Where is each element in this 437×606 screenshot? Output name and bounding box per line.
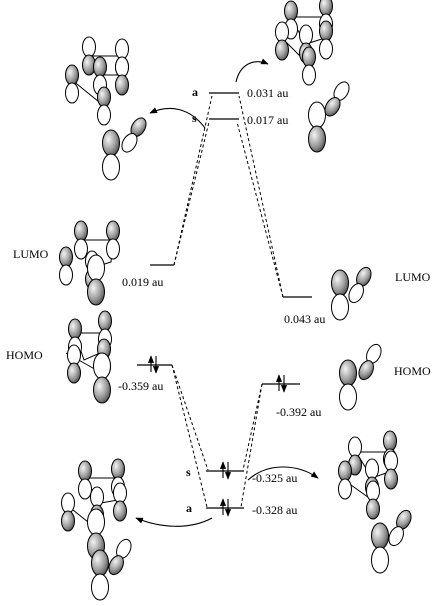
label-homo-left: HOMO <box>6 348 43 362</box>
energy-levels <box>137 92 312 509</box>
electron-pair-homo-right <box>275 374 288 393</box>
energy-s-top: 0.017 au <box>247 113 288 127</box>
text-labels: a s 0.031 au 0.017 au LUMO 0.019 au HOMO… <box>6 85 431 517</box>
orbital-s-top-dimer <box>65 36 150 181</box>
orbital-a-bottom-dimer <box>61 458 135 601</box>
energy-a-top: 0.031 au <box>247 86 288 100</box>
energy-lumo-right: 0.043 au <box>284 312 325 326</box>
energy-a-bottom: -0.328 au <box>252 503 297 517</box>
label-s-bottom: s <box>186 465 191 479</box>
corr-lumo-left-to-s <box>173 121 210 266</box>
electron-pairs <box>147 355 288 517</box>
energy-homo-right: -0.392 au <box>276 405 321 419</box>
pointer-arrows <box>135 58 319 527</box>
arrow-to-a-top-orbital <box>235 58 269 83</box>
orbital-homo-left <box>65 310 112 404</box>
corr-lumo-right-to-s <box>236 121 284 298</box>
corr-homo-left-to-a <box>171 364 208 508</box>
orbital-lumo-right <box>331 264 375 321</box>
arrow-to-s-bottom-orbital <box>247 466 319 481</box>
orbital-lumo-left <box>59 220 120 306</box>
corr-lumo-right-to-a <box>238 95 284 298</box>
corr-homo-right-to-s <box>242 383 263 471</box>
orbital-s-bottom-dimer <box>338 430 415 574</box>
corr-homo-right-to-a <box>240 383 263 508</box>
arrow-to-a-bottom-orbital <box>135 517 213 527</box>
energy-lumo-left: 0.019 au <box>122 275 163 289</box>
electron-pair-a-bottom <box>219 498 232 517</box>
orbital-homo-right <box>339 341 385 411</box>
energy-homo-left: -0.359 au <box>118 379 163 393</box>
energy-s-bottom: -0.325 au <box>252 471 297 485</box>
corr-lumo-left-to-a <box>173 95 213 266</box>
electron-pair-homo-left <box>147 355 160 374</box>
correlation-lines <box>171 95 284 508</box>
orbital-a-top-dimer <box>275 0 353 153</box>
electron-pair-s-bottom <box>219 461 232 480</box>
arrow-to-s-top-orbital <box>149 107 206 129</box>
label-lumo-left: LUMO <box>13 247 49 261</box>
corr-homo-left-to-s <box>171 364 209 471</box>
label-lumo-right: LUMO <box>395 270 431 284</box>
label-a-bottom: a <box>186 501 192 515</box>
label-a-top: a <box>192 85 198 99</box>
label-s-top: s <box>192 111 197 125</box>
label-homo-right: HOMO <box>394 364 431 378</box>
